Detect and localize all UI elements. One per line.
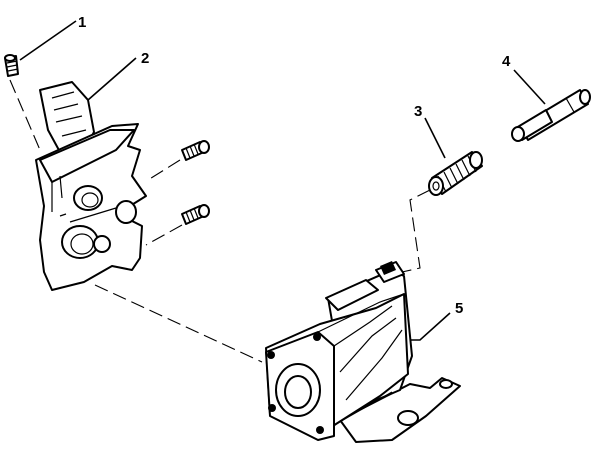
callout-label-5: 5 — [455, 300, 463, 317]
leader-line-3 — [424, 117, 446, 159]
callout-label-4: 4 — [502, 53, 511, 70]
screw-icon — [4, 54, 19, 77]
leader-lines — [19, 20, 546, 341]
alignment-lines — [9, 79, 431, 363]
callout-label-1: 1 — [78, 14, 86, 31]
bolt-lower-icon — [181, 204, 210, 225]
leader-line-5 — [408, 312, 451, 341]
pin-rod-icon — [511, 89, 591, 142]
callout-label-2: 2 — [141, 50, 149, 67]
housing-bracket-icon — [265, 261, 461, 443]
leader-line-1 — [19, 20, 77, 61]
alignment-line-screw — [9, 79, 41, 151]
alignment-line-upper-bolt — [147, 159, 181, 181]
callout-label-3: 3 — [414, 103, 422, 120]
latch-plate-icon — [35, 81, 147, 291]
coil-spring-icon — [428, 151, 483, 196]
leader-line-4 — [513, 69, 546, 105]
leader-line-2 — [87, 57, 137, 101]
alignment-line-spring — [401, 189, 431, 273]
alignment-line-plate-to-housing — [94, 284, 263, 363]
alignment-line-lower-bolt — [145, 224, 183, 246]
bolt-upper-icon — [181, 140, 210, 161]
